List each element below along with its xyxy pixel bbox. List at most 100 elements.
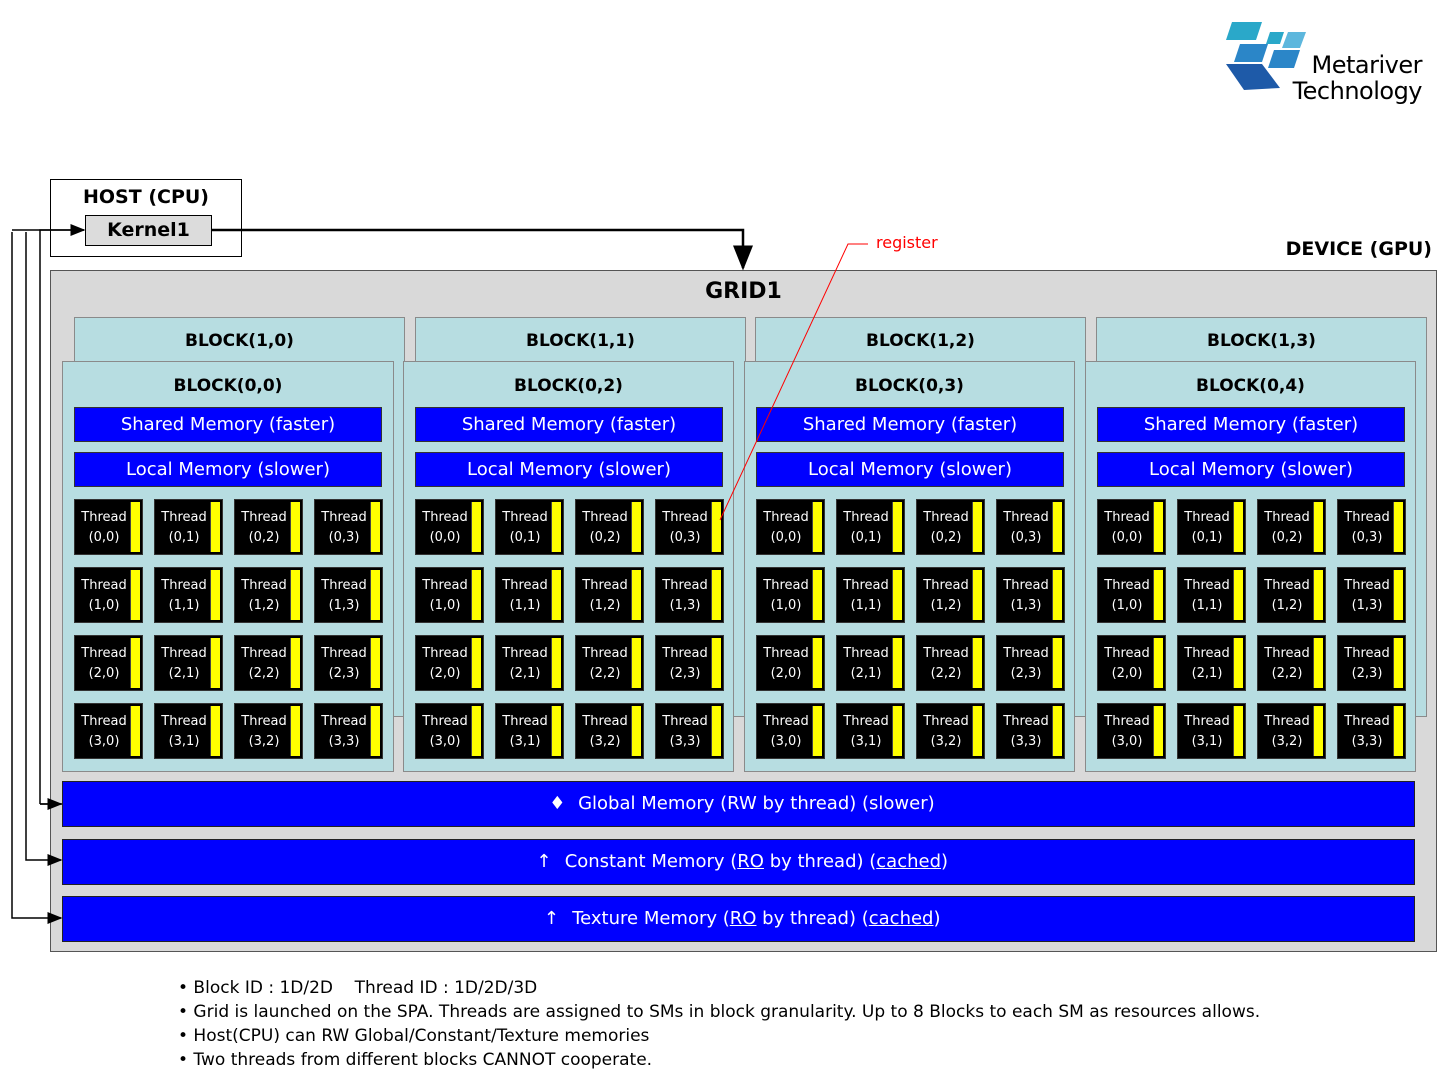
thread-label: Thread: [1344, 578, 1390, 593]
notes-list: • Block ID : 1D/2D Thread ID : 1D/2D/3D …: [178, 976, 1260, 1072]
thread-index: (3,2): [589, 734, 621, 749]
register-icon: [471, 570, 481, 620]
thread-cell: Thread(1,1): [495, 567, 564, 623]
thread-label: Thread: [1264, 578, 1310, 593]
register-icon: [210, 638, 220, 688]
thread-index: (1,0): [1111, 598, 1143, 613]
thread-cell: Thread(1,2): [234, 567, 303, 623]
register-icon: [892, 570, 902, 620]
grid-title: GRID1: [705, 279, 782, 304]
thread-index: (2,3): [669, 666, 701, 681]
thread-index: (0,3): [328, 530, 360, 545]
thread-index: (0,2): [248, 530, 280, 545]
thread-label: Thread: [321, 646, 367, 661]
thread-cell: Thread(1,3): [996, 567, 1065, 623]
thread-cell: Thread(3,3): [996, 703, 1065, 759]
thread-cell: Thread(3,2): [575, 703, 644, 759]
thread-cell: Thread(2,0): [74, 635, 143, 691]
thread-index: (3,0): [429, 734, 461, 749]
constant-memory-cached: cached: [876, 851, 941, 872]
thread-index: (0,3): [669, 530, 701, 545]
register-icon: [290, 638, 300, 688]
thread-label: Thread: [241, 510, 287, 525]
thread-label: Thread: [502, 646, 548, 661]
thread-index: (3,2): [930, 734, 962, 749]
device-title: DEVICE (GPU): [1285, 238, 1432, 260]
thread-cell: Thread(0,3): [314, 499, 383, 555]
register-icon: [551, 570, 561, 620]
thread-index: (0,0): [1111, 530, 1143, 545]
thread-label: Thread: [843, 510, 889, 525]
thread-label: Thread: [923, 714, 969, 729]
thread-index: (2,3): [328, 666, 360, 681]
thread-cell: Thread(1,3): [655, 567, 724, 623]
register-icon: [370, 502, 380, 552]
thread-label: Thread: [161, 714, 207, 729]
thread-cell: Thread(3,1): [154, 703, 223, 759]
thread-cell: Thread(0,1): [836, 499, 905, 555]
register-icon: [812, 570, 822, 620]
thread-cell: Thread(0,1): [1177, 499, 1246, 555]
thread-label: Thread: [81, 646, 127, 661]
register-icon: [1153, 706, 1163, 756]
shared-memory-bar: Shared Memory (faster): [1097, 407, 1405, 442]
thread-cell: Thread(0,1): [154, 499, 223, 555]
thread-label: Thread: [582, 646, 628, 661]
register-icon: [551, 638, 561, 688]
register-icon: [631, 638, 641, 688]
thread-label: Thread: [1104, 578, 1150, 593]
thread-index: (2,2): [1271, 666, 1303, 681]
thread-cell: Thread(1,0): [415, 567, 484, 623]
register-icon: [370, 570, 380, 620]
thread-cell: Thread(3,3): [314, 703, 383, 759]
register-icon: [551, 502, 561, 552]
thread-cell: Thread (0,2): [234, 499, 303, 555]
thread-index: (1,3): [328, 598, 360, 613]
thread-index: (0,0): [429, 530, 461, 545]
thread-cell: Thread(0,0): [756, 499, 825, 555]
thread-label: Thread: [843, 646, 889, 661]
texture-memory-text-mid: by thread) (: [756, 908, 869, 929]
register-icon: [1313, 502, 1323, 552]
register-icon: [972, 638, 982, 688]
thread-label: Thread: [763, 646, 809, 661]
kernel-box: Kernel1: [85, 215, 212, 246]
logo-line-2: Technology: [1292, 77, 1423, 105]
thread-index: (2,1): [850, 666, 882, 681]
thread-cell: Thread(2,2): [575, 635, 644, 691]
thread-label: Thread: [1184, 646, 1230, 661]
register-icon: [711, 502, 721, 552]
thread-index: (0,3): [1351, 530, 1383, 545]
thread-index: (1,0): [770, 598, 802, 613]
thread-cell: Thread(0,0): [74, 499, 143, 555]
thread-cell: Thread(3,3): [655, 703, 724, 759]
thread-index: (3,2): [248, 734, 280, 749]
thread-index: (2,0): [770, 666, 802, 681]
thread-index: (2,1): [168, 666, 200, 681]
thread-label: Thread: [81, 714, 127, 729]
thread-cell: Thread(1,2): [575, 567, 644, 623]
kernel-launch-arrow: [211, 228, 753, 271]
local-memory-bar: Local Memory (slower): [1097, 452, 1405, 487]
register-icon: [631, 706, 641, 756]
thread-index: (1,1): [509, 598, 541, 613]
thread-index: (2,3): [1010, 666, 1042, 681]
thread-index: (0,1): [168, 530, 200, 545]
register-icon: [210, 706, 220, 756]
thread-label: Thread: [763, 578, 809, 593]
register-icon: [1393, 502, 1403, 552]
thread-cell: Thread(2,1): [495, 635, 564, 691]
register-icon: [1052, 638, 1062, 688]
register-icon: [812, 638, 822, 688]
front-block-0-3: BLOCK(0,3) Shared Memory (faster) Local …: [744, 361, 1075, 772]
thread-cell: Thread(2,2): [916, 635, 985, 691]
thread-index: (2,0): [1111, 666, 1143, 681]
thread-cell: Thread(2,1): [154, 635, 223, 691]
texture-memory-text-pre: Texture Memory (: [572, 908, 730, 929]
thread-cell: Thread(2,1): [1177, 635, 1246, 691]
thread-cell: Thread (2,0): [756, 635, 825, 691]
thread-label: Thread: [763, 510, 809, 525]
note-item: • Grid is launched on the SPA. Threads a…: [178, 1002, 1261, 1022]
thread-label: Thread: [582, 510, 628, 525]
register-icon: [471, 502, 481, 552]
